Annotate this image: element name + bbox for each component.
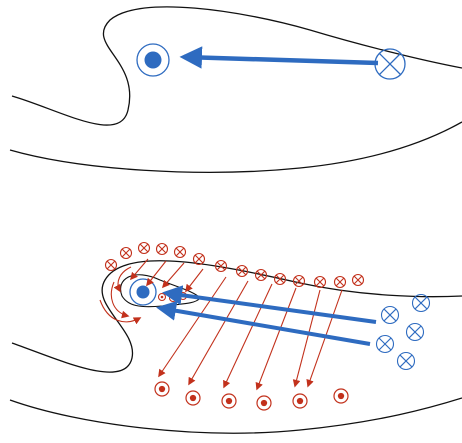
top-lower-boundary [9, 121, 462, 173]
red-field-arrow [185, 268, 204, 293]
red-circled-x-icon [119, 246, 133, 260]
red-circled-x-icon [351, 273, 365, 287]
top-blue-arrow [179, 46, 379, 69]
red-circled-x-icon [192, 252, 206, 266]
bottom-panel [9, 241, 462, 434]
bottom-blue-arrow-upper [162, 285, 377, 324]
red-field-arrow [161, 262, 185, 289]
bottom-lower-boundary [9, 397, 462, 434]
red-circled-x-icon [254, 268, 268, 282]
red-circled-dot-icon [256, 395, 272, 411]
top-wing-outline [11, 6, 462, 126]
bottom-vortex-loop [120, 274, 201, 308]
blue-circled-x-icon [396, 351, 416, 371]
red-field-arrow [158, 276, 227, 378]
bottom-wing-outline [11, 260, 462, 373]
blue-into-page-cluster [375, 293, 431, 371]
blue-circled-x-icon [405, 322, 425, 342]
red-field-arrow [255, 287, 297, 391]
blue-circled-x-icon [375, 334, 395, 354]
bottom-blue-arrows [156, 285, 377, 346]
red-field-arrow [130, 258, 149, 281]
red-circled-x-icon [137, 241, 151, 255]
red-circled-dot-icon [221, 393, 237, 409]
blue-circled-x-icon [411, 293, 431, 313]
red-circled-x-icon [313, 275, 327, 289]
red-circled-x-icon [104, 258, 118, 272]
top-panel [9, 6, 462, 173]
red-circled-x-icon [155, 242, 169, 256]
blue-circled-x-icon [380, 305, 400, 325]
red-circled-dot-icon [185, 390, 201, 406]
bottom-vortex-core [129, 278, 157, 306]
red-field-arrow [146, 260, 167, 287]
red-circled-dot-icon [333, 388, 349, 404]
red-circled-x-icon [273, 272, 287, 286]
red-circled-x-icon [292, 274, 306, 288]
top-vortex-core [136, 43, 170, 77]
red-field-arrow [292, 289, 321, 388]
red-field-arrow [223, 283, 273, 389]
red-field-arrows [130, 258, 343, 391]
bottom-blue-arrow-lower [156, 300, 371, 346]
top-into-page-symbol [374, 48, 406, 80]
red-circled-x-icon [235, 264, 249, 278]
red-curved-arrows [99, 266, 142, 325]
red-out-of-page-row [154, 381, 349, 411]
red-into-page-row [104, 241, 365, 289]
red-circled-dot-icon [154, 381, 170, 397]
red-circled-x-icon [214, 259, 228, 273]
red-field-arrow [188, 280, 249, 386]
red-circled-x-icon [173, 245, 187, 259]
red-circled-dot-icon [292, 393, 308, 409]
red-circled-x-icon [333, 275, 347, 289]
